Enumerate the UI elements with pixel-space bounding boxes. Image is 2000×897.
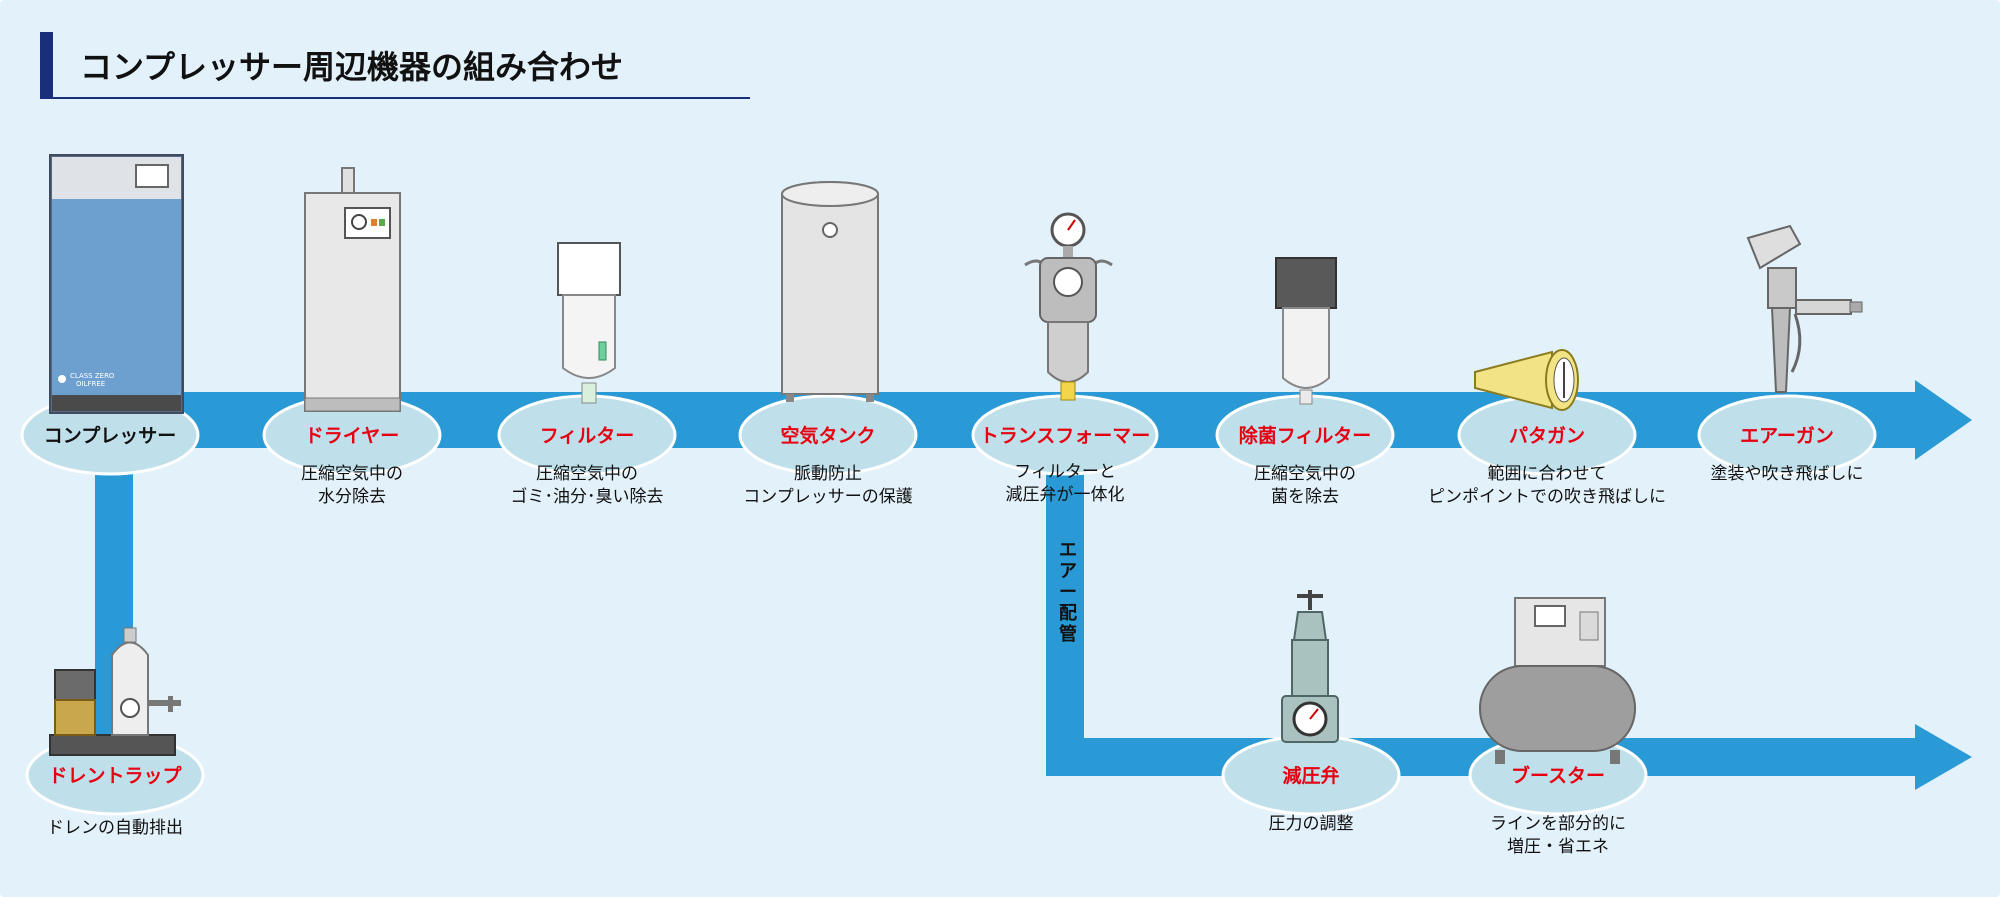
air-piping-label-char: ア [1059, 561, 1077, 582]
pressure-reducing-valve-node: 減圧弁 圧力の調整 [1211, 765, 1411, 836]
air-tank-icon [781, 181, 879, 402]
air-tank-ellipse [738, 394, 918, 476]
air-tank-desc-line-2: コンプレッサーの保護 [743, 487, 913, 507]
booster-desc-line-1: ラインを部分的に [1490, 814, 1626, 834]
sterilizing-filter-desc-line-2: 菌を除去 [1271, 487, 1339, 507]
air-piping-label-char: エ [1059, 540, 1077, 561]
transformer-label: トランスフォーマー [979, 425, 1151, 447]
filter-desc-line-1: 圧縮空気中の [536, 464, 638, 484]
dryer-label: ドライヤー [304, 425, 400, 447]
booster-desc-line-2: 増圧・省エネ [1507, 837, 1609, 857]
air-gun-node: エアーガン 塗装や吹き飛ばしに [1677, 425, 1897, 486]
main-pipe-arrow [1915, 380, 1972, 460]
node-ellipses [20, 394, 1877, 816]
pressure-reducing-valve-icon [1281, 590, 1339, 743]
dryer-icon [304, 167, 401, 412]
air-piping-label-char: 管 [1059, 624, 1077, 645]
sterilizing-filter-icon [1275, 257, 1337, 405]
sterilizing-filter-label: 除菌フィルター [1238, 425, 1372, 447]
pata-gun-desc-line-1: 範囲に合わせて [1487, 464, 1607, 484]
transformer-icon [1024, 212, 1113, 401]
drain-trap-desc-line-1: ドレンの自動排出 [47, 818, 183, 838]
transformer-desc-line-2: 減圧弁が一体化 [1005, 485, 1125, 505]
transformer-node: トランスフォーマー フィルターと 減圧弁が一体化 [955, 425, 1175, 507]
air-piping-label: エアー配管 [1053, 540, 1083, 645]
pressure-reducing-valve-label: 減圧弁 [1282, 765, 1340, 787]
compressor-panel-text-1: CLASS ZERO [70, 372, 115, 380]
air-tank-desc-line-1: 脈動防止 [794, 464, 862, 484]
booster-node: ブースター ラインを部分的に 増圧・省エネ [1458, 765, 1658, 859]
filter-icon [557, 242, 621, 404]
air-piping-label-text: エアー配管 [1053, 540, 1083, 645]
dryer-desc-line-2: 水分除去 [318, 487, 386, 507]
filter-label: フィルター [539, 425, 635, 447]
page-title: コンプレッサー周辺機器の組み合わせ [80, 48, 624, 86]
pata-gun-node: パタガン 範囲に合わせて ピンポイントでの吹き飛ばしに [1417, 425, 1677, 509]
pata-gun-label: パタガン [1508, 425, 1585, 447]
booster-label: ブースター [1510, 765, 1606, 787]
booster-icon [1479, 597, 1636, 764]
dryer-desc-line-1: 圧縮空気中の [301, 464, 403, 484]
branch-pipe-vertical [1046, 430, 1084, 775]
dryer-node: ドライヤー 圧縮空気中の 水分除去 [252, 425, 452, 509]
pata-gun-desc-line-2: ピンポイントでの吹き飛ばしに [1428, 487, 1666, 507]
compressor-panel-text-2: OILFREE [76, 380, 105, 388]
branch-pipe-arrow [1915, 724, 1972, 790]
air-piping-label-char: ー [1059, 582, 1077, 603]
compressor-label: コンプレッサー [43, 425, 177, 447]
air-gun-icon [1746, 224, 1863, 393]
sterilizing-filter-desc-line-1: 圧縮空気中の [1254, 464, 1356, 484]
air-gun-desc-line-1: 塗装や吹き飛ばしに [1710, 464, 1864, 484]
sterilizing-filter-node: 除菌フィルター 圧縮空気中の 菌を除去 [1195, 425, 1415, 509]
drain-trap-node: ドレントラップ ドレンの自動排出 [15, 765, 215, 840]
air-gun-ellipse [1697, 394, 1877, 476]
filter-desc-line-2: ゴミ･油分･臭い除去 [510, 487, 664, 507]
transformer-desc-line-1: フィルターと [1014, 462, 1116, 482]
air-tank-node: 空気タンク 脈動防止 コンプレッサーの保護 [708, 425, 948, 509]
compressor-node: コンプレッサー [10, 425, 210, 447]
compressor-icon: CLASS ZERO OILFREE [49, 154, 184, 414]
drain-trap-icon [49, 627, 181, 756]
title-accent-bar [40, 32, 53, 98]
air-gun-label: エアーガン [1740, 425, 1834, 447]
drain-trap-label: ドレントラップ [48, 765, 182, 787]
pata-gun-icon [1474, 349, 1579, 411]
pressure-reducing-valve-desc-line-1: 圧力の調整 [1268, 814, 1354, 834]
air-piping-label-char: 配 [1059, 603, 1077, 624]
filter-node: フィルター 圧縮空気中の ゴミ･油分･臭い除去 [467, 425, 707, 509]
air-tank-label: 空気タンク [780, 425, 876, 447]
